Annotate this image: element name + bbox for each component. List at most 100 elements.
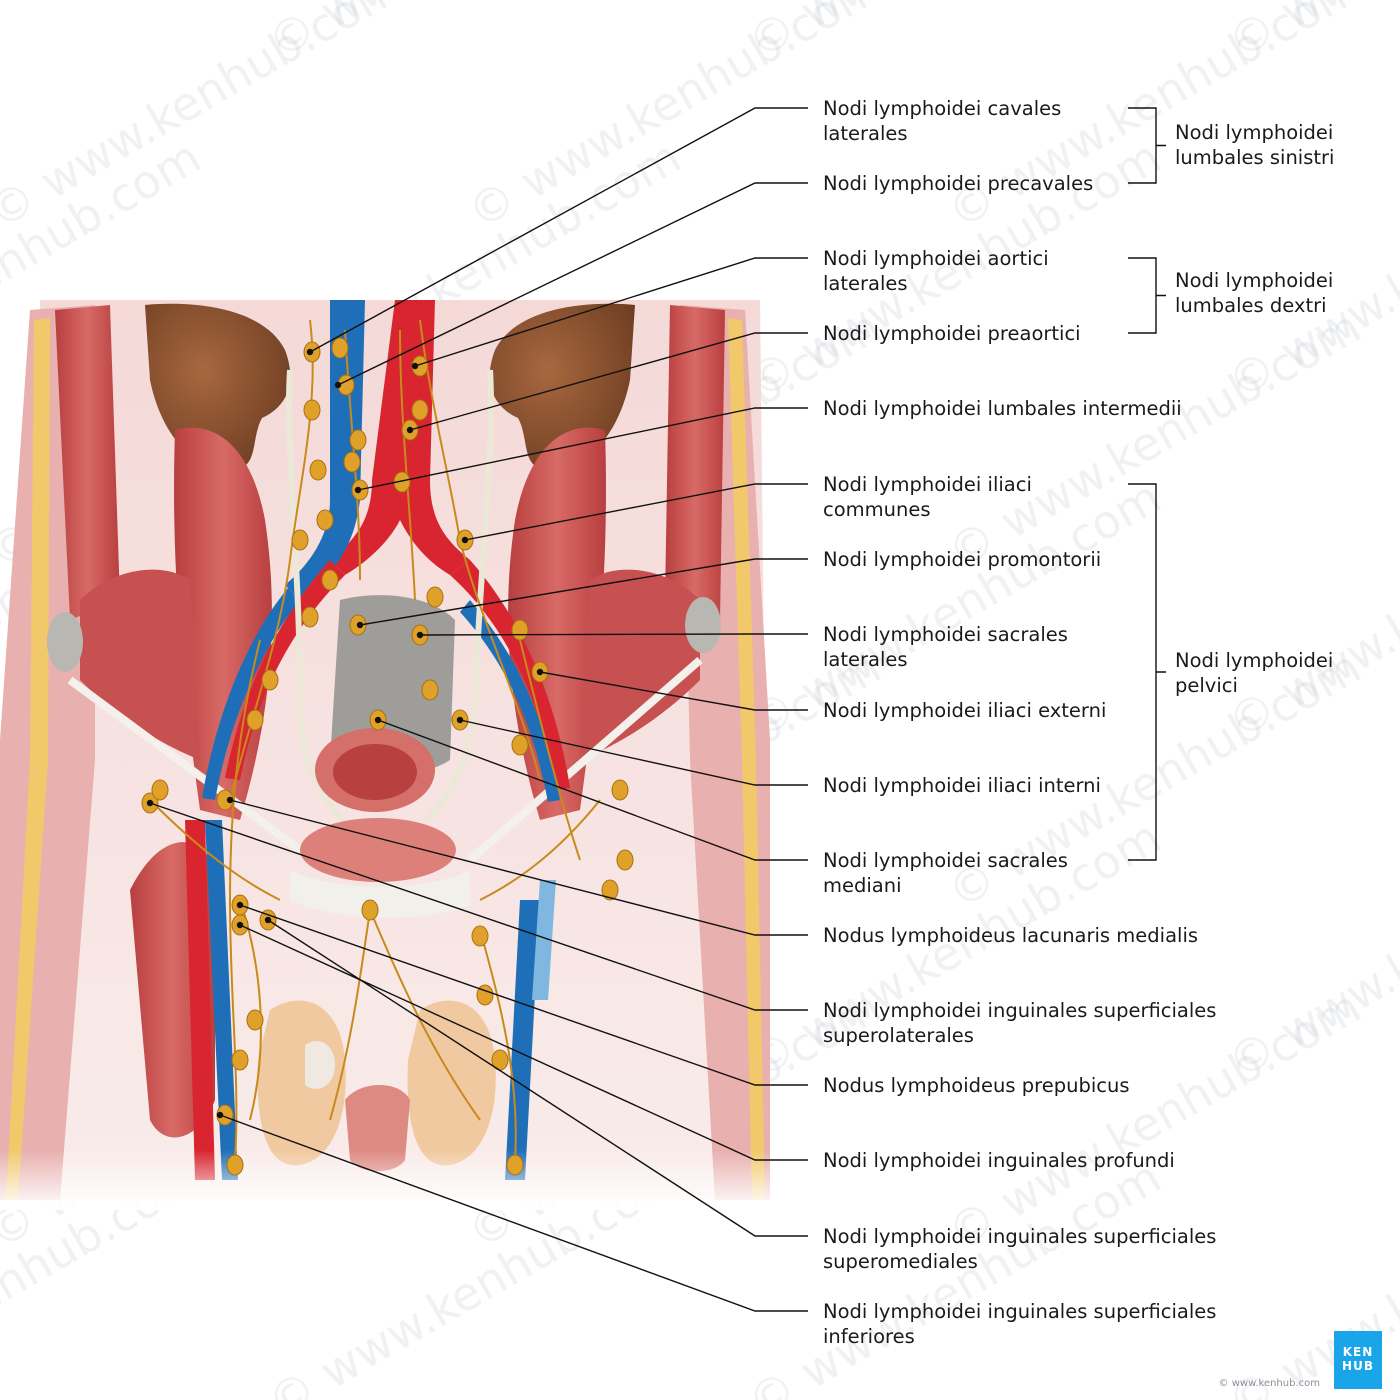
- label-ing-sup-med: Nodi lymphoidei inguinales superficiales…: [823, 1225, 1216, 1273]
- leader-dot: [374, 716, 382, 724]
- left-iliac-crest: [685, 597, 721, 653]
- label-line: inferiores: [823, 1325, 915, 1348]
- lymph-node: [316, 509, 334, 531]
- lymph-node: [261, 669, 279, 691]
- logo-line-1: KEN: [1342, 1345, 1374, 1359]
- label-line: laterales: [823, 648, 908, 671]
- label-line: Nodi lymphoidei inguinales superficiales: [823, 1300, 1216, 1323]
- label-line: Nodi lymphoidei inguinales superficiales: [823, 999, 1216, 1022]
- label-line: Nodi lymphoidei cavales: [823, 97, 1061, 120]
- testis: [305, 1041, 335, 1089]
- label-line: Nodi lymphoidei sacrales: [823, 623, 1068, 646]
- logo-line-2: HUB: [1342, 1359, 1374, 1373]
- right-iliac-crest: [47, 612, 83, 672]
- lymph-node: [511, 619, 529, 641]
- leader-dot: [264, 916, 272, 924]
- leader-dot: [334, 381, 342, 389]
- label-line: mediani: [823, 874, 902, 897]
- label-line: Nodus lymphoideus lacunaris medialis: [823, 924, 1198, 947]
- label-precav: Nodi lymphoidei precavales: [823, 172, 1093, 195]
- group-bracket: [1128, 257, 1166, 334]
- lymph-node: [343, 451, 361, 473]
- right-iliacus: [80, 569, 200, 760]
- label-ing-sup-inf: Nodi lymphoidei inguinales superficiales…: [823, 1300, 1216, 1348]
- leader-dot: [406, 426, 414, 434]
- label-line: Nodi lymphoidei inguinales superficiales: [823, 1225, 1216, 1248]
- group-bracket: [1128, 483, 1166, 861]
- label-line: communes: [823, 498, 931, 521]
- group-bracket: [1128, 107, 1166, 184]
- left-femoral-vein: [505, 900, 540, 1180]
- label-line: Nodi lymphoidei iliaci: [823, 473, 1032, 496]
- lymph-node: [361, 899, 379, 921]
- group-label-line: Nodi lymphoidei: [1175, 121, 1333, 144]
- label-line: Nodi lymphoidei lumbales intermedii: [823, 397, 1182, 420]
- label-line: laterales: [823, 272, 908, 295]
- lymph-node: [231, 1049, 249, 1071]
- leader-dot: [461, 536, 469, 544]
- group-label-line: pelvici: [1175, 674, 1238, 697]
- lymph-node: [411, 399, 429, 421]
- lymph-node: [309, 459, 327, 481]
- right-inguinal-ligament: [67, 676, 303, 854]
- label-line: Nodus lymphoideus prepubicus: [823, 1074, 1129, 1097]
- label-ing-sup-lat: Nodi lymphoidei inguinales superficiales…: [823, 999, 1216, 1047]
- lymph-node: [611, 779, 629, 801]
- leader-line: [229, 799, 808, 936]
- leader-dot: [216, 1111, 224, 1119]
- label-line: laterales: [823, 122, 908, 145]
- lymph-node: [301, 606, 319, 628]
- label-line: Nodi lymphoidei iliaci externi: [823, 699, 1106, 722]
- leader-line: [309, 107, 808, 353]
- leader-line: [414, 257, 808, 367]
- left-iliac-vessels: [450, 560, 570, 790]
- leader-dot: [306, 348, 314, 356]
- lymph-node: [421, 679, 439, 701]
- leader-dot: [356, 621, 364, 629]
- leader-line: [459, 719, 808, 786]
- leader-dot: [354, 486, 362, 494]
- label-line: superolaterales: [823, 1024, 974, 1047]
- leader-line: [539, 671, 808, 711]
- label-preaort: Nodi lymphoidei preaortici: [823, 322, 1081, 345]
- leader-dot: [411, 362, 419, 370]
- scrotum: [257, 1000, 346, 1166]
- lymph-node: [349, 429, 367, 451]
- leader-line: [239, 904, 808, 1086]
- right-kidney: [145, 303, 291, 470]
- lymph-node: [246, 1009, 264, 1031]
- lymph-node: [601, 879, 619, 901]
- leader-line: [464, 483, 808, 541]
- left-ureter: [423, 369, 494, 823]
- group-label-line: lumbales dextri: [1175, 294, 1327, 317]
- leader-dot: [236, 921, 244, 929]
- leader-line: [219, 1114, 808, 1312]
- scrotum-left: [407, 1000, 496, 1166]
- lymph-node: [226, 1154, 244, 1176]
- right-femoral-artery: [185, 820, 215, 1180]
- label-iliac-int: Nodi lymphoidei iliaci interni: [823, 774, 1101, 797]
- right-iliac-vein: [202, 588, 300, 800]
- label-line: Nodi lymphoidei preaortici: [823, 322, 1081, 345]
- leader-line: [149, 802, 808, 1011]
- lymph-node: [471, 925, 489, 947]
- left-femoral-artery: [532, 880, 556, 1000]
- lymph-node: [321, 569, 339, 591]
- leader-line: [419, 633, 808, 636]
- leader-line: [359, 558, 808, 626]
- leader-line: [267, 919, 808, 1237]
- leader-dot: [536, 668, 544, 676]
- rectum-lumen: [333, 744, 417, 800]
- leader-dot: [236, 901, 244, 909]
- left-fat-layer: [728, 318, 765, 1200]
- lymph-node: [151, 779, 169, 801]
- right-ureter: [285, 369, 347, 823]
- urinary-bladder: [300, 818, 456, 882]
- credit-text: © www.kenhub.com: [1218, 1378, 1320, 1389]
